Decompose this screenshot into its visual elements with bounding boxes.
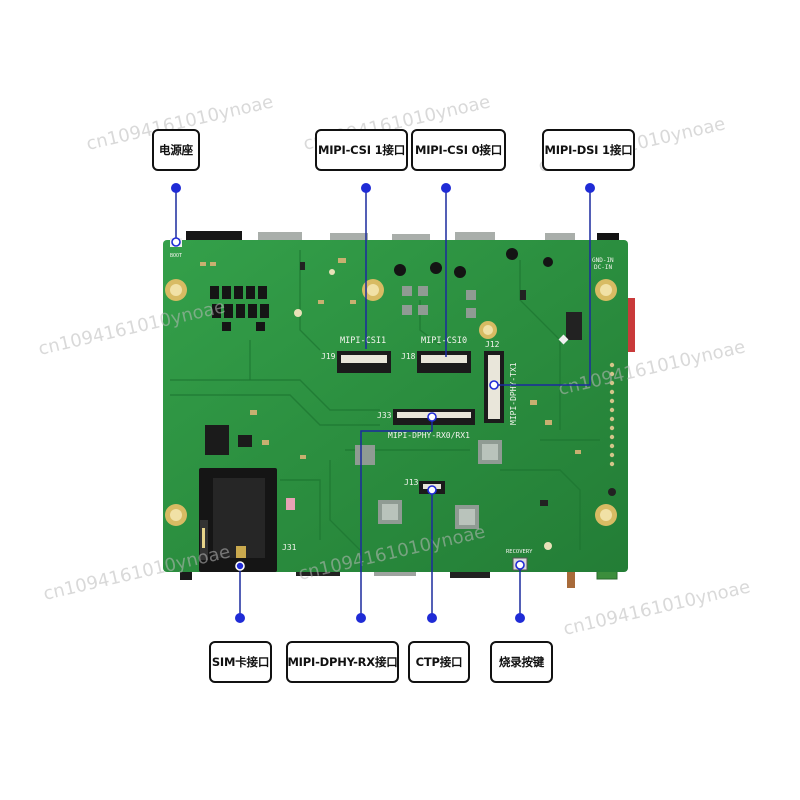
sim-card-slot (199, 468, 277, 572)
callout-label: MIPI-CSI 1接口 (317, 143, 406, 157)
dot-mipi-csi1 (361, 183, 371, 193)
silk-csi0: MIPI-CSI0 (421, 336, 467, 346)
silk-recovery: RECOVERY (506, 549, 533, 555)
callout-label: SIM卡接口 (211, 655, 270, 669)
ring-ctp (427, 485, 437, 495)
watermark-text: cn1094161010ynoae (41, 541, 232, 604)
top-connector (330, 233, 368, 242)
silkscreen-labels: MIPI-CSI1 J19 J18 MIPI-CSI0 J12 MIPI-DPH… (170, 253, 614, 555)
ring-recovery (515, 560, 525, 570)
dot-power-jack (171, 183, 181, 193)
ring-mipi-dsi1 (489, 380, 499, 390)
callout-recovery-key: 烧录按键 (490, 641, 553, 683)
dot-mipi-dsi1 (585, 183, 595, 193)
dot-recovery (515, 613, 525, 623)
silk-j19: J19 (321, 352, 336, 361)
dot-mipi-csi0 (441, 183, 451, 193)
ring-sim-card (235, 561, 245, 571)
top-connector (392, 234, 430, 242)
ring-power-jack (171, 237, 181, 247)
callout-label: 电源座 (159, 143, 193, 157)
pcb-traces (170, 250, 600, 551)
right-side-parts (558, 312, 616, 496)
leader-mipi-dphy-rx (360, 417, 433, 618)
silk-j12: J12 (485, 340, 500, 349)
callout-label: MIPI-DSI 1接口 (544, 143, 633, 157)
silk-j31: J31 (282, 543, 297, 552)
silk-boot: BOOT (170, 253, 182, 259)
callout-label: CTP接口 (415, 655, 463, 669)
dot-mipi-dphy-rx (356, 613, 366, 623)
silk-csi1: MIPI-CSI1 (340, 336, 386, 346)
silk-dphy-rx: MIPI-DPHY-RX0/RX1 (388, 431, 470, 440)
callout-label: MIPI-CSI 0接口 (414, 143, 503, 157)
callout-label: MIPI-DPHY-RX接口 (287, 655, 398, 669)
transistors (394, 248, 553, 278)
callout-mipi-csi0: MIPI-CSI 0接口 (411, 129, 506, 171)
callout-target-rings (171, 237, 525, 571)
power-resistor-cluster (210, 286, 269, 331)
watermark-text: cn1094161010ynoae (561, 576, 752, 639)
ring-mipi-dphy-rx (427, 412, 437, 422)
top-connector (258, 232, 302, 241)
pcb-board: MIPI-CSI1 J19 J18 MIPI-CSI0 J12 MIPI-DPH… (163, 231, 635, 588)
silk-dc-in: DC-IN (594, 264, 612, 271)
left-ic (205, 425, 252, 455)
silk-j18: J18 (401, 352, 416, 361)
callout-mipi-dphy-rx: MIPI-DPHY-RX接口 (286, 641, 399, 683)
top-connector (455, 232, 495, 241)
small-ics (402, 286, 476, 318)
dot-sim-card (235, 613, 245, 623)
side-red-strip (627, 298, 635, 352)
silk-dphy-tx1: MIPI-DPHY-TX1 (509, 362, 518, 425)
callout-mipi-dsi1: MIPI-DSI 1接口 (542, 129, 635, 171)
top-connector (545, 233, 575, 241)
chip-pads (355, 440, 502, 529)
callout-dots (171, 183, 595, 623)
connector-j19 (337, 351, 391, 373)
smd-components (200, 258, 581, 510)
dot-ctp (427, 613, 437, 623)
callout-label: 烧录按键 (498, 655, 545, 669)
silk-gnd-in: GND-IN (592, 257, 614, 264)
callout-ctp: CTP接口 (408, 641, 470, 683)
callout-sim-card: SIM卡接口 (209, 641, 272, 683)
silk-j33: J33 (377, 411, 392, 420)
mounting-holes (165, 269, 617, 550)
callout-leaders (175, 188, 591, 618)
callout-power-jack: 电源座 (152, 129, 200, 171)
leader-mipi-dsi1 (494, 188, 591, 386)
connector-j18 (417, 351, 471, 373)
silk-j13: J13 (404, 478, 419, 487)
callout-mipi-csi1: MIPI-CSI 1接口 (315, 129, 408, 171)
pcb-substrate (163, 240, 628, 572)
